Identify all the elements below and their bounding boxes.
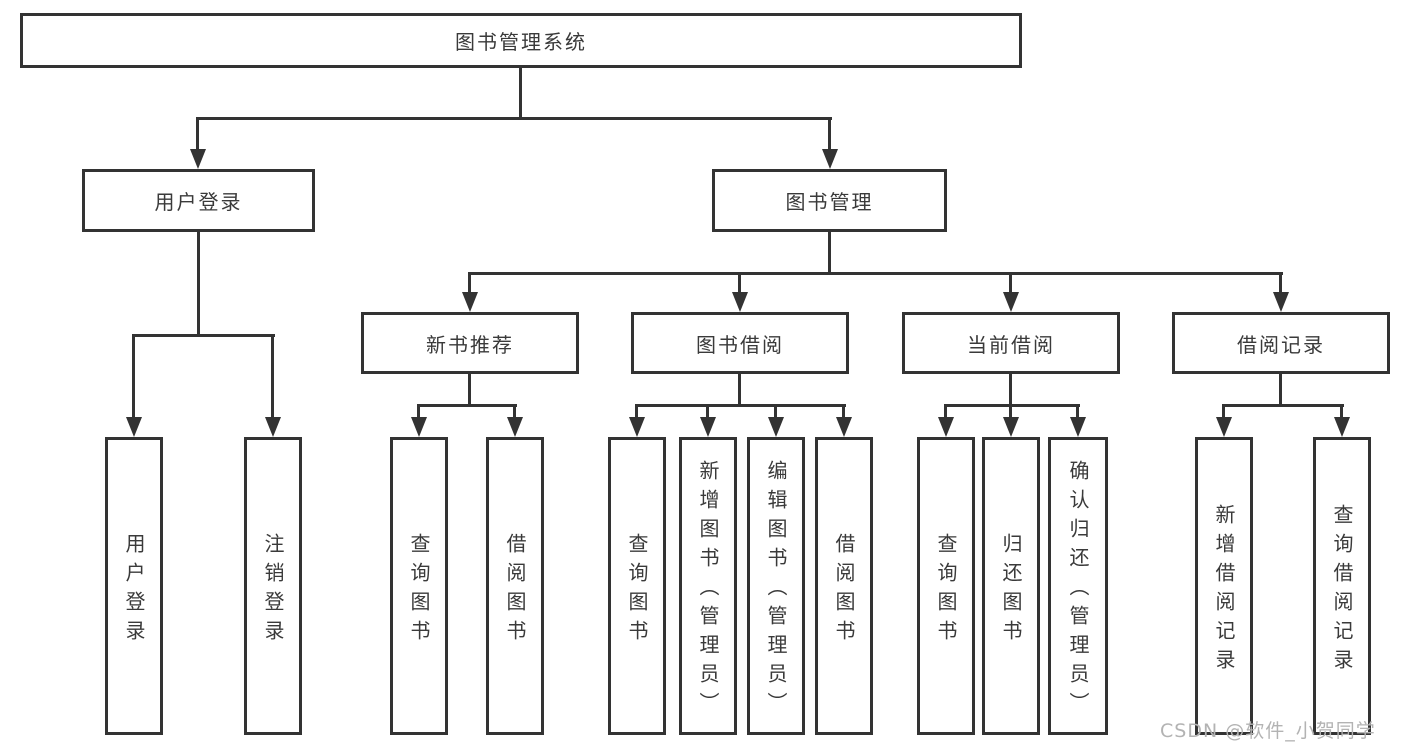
leaf-query-books-recommend: 查询图书 xyxy=(390,437,448,735)
connector-drop-book-management xyxy=(828,117,831,153)
leaf-add-borrow-record-label: 新增借阅记录 xyxy=(1212,503,1236,678)
connector-borrow-record-hbar xyxy=(1222,404,1344,407)
connector-drop-new-book-recommend xyxy=(468,272,471,294)
leaf-add-book-admin-label: 新增图书（管理员） xyxy=(696,460,720,721)
node-new-book-recommend-label: 新书推荐 xyxy=(426,332,514,357)
leaf-query-books-current: 查询图书 xyxy=(917,437,975,735)
node-current-borrow-label: 当前借阅 xyxy=(967,332,1055,357)
node-user-login-label: 用户登录 xyxy=(154,190,243,214)
connector-user-login-hbar xyxy=(132,334,275,337)
leaf-logout: 注销登录 xyxy=(244,437,302,735)
leaf-add-book-admin: 新增图书（管理员） xyxy=(679,437,737,735)
leaf-confirm-return-admin-label: 确认归还（管理员） xyxy=(1066,460,1090,721)
arrowhead-query-borrow-record-icon xyxy=(1334,417,1350,437)
arrowhead-add-book-admin-icon xyxy=(700,417,716,437)
leaf-user-login: 用户登录 xyxy=(105,437,163,735)
connector-drop-book-borrow xyxy=(738,272,741,294)
node-root-label: 图书管理系统 xyxy=(455,30,587,54)
arrowhead-user-login-icon xyxy=(190,149,206,169)
node-borrow-record: 借阅记录 xyxy=(1172,312,1390,374)
node-user-login: 用户登录 xyxy=(82,169,315,232)
connector-book-management-hbar xyxy=(468,272,1283,275)
leaf-edit-book-admin: 编辑图书（管理员） xyxy=(747,437,805,735)
connector-book-borrow-hbar xyxy=(635,404,846,407)
arrowhead-add-borrow-record-icon xyxy=(1216,417,1232,437)
connector-current-borrow-hbar xyxy=(944,404,1080,407)
arrowhead-query-books-recommend-icon xyxy=(411,417,427,437)
leaf-query-books-recommend-label: 查询图书 xyxy=(407,532,431,649)
leaf-query-borrow-record-label: 查询借阅记录 xyxy=(1330,503,1354,678)
arrowhead-current-borrow-icon xyxy=(1003,292,1019,312)
leaf-borrow-books-borrow-label: 借阅图书 xyxy=(832,532,856,649)
connector-drop-query-borrow-record xyxy=(1340,404,1343,419)
arrowhead-book-management-icon xyxy=(822,149,838,169)
csdn-watermark: CSDN @软件_小贺同学 xyxy=(1160,720,1376,742)
connector-drop-borrow-books-recommend xyxy=(513,404,516,419)
leaf-confirm-return-admin: 确认归还（管理员） xyxy=(1048,437,1108,735)
arrowhead-borrow-books-recommend-icon xyxy=(507,417,523,437)
connector-drop-query-books-recommend xyxy=(417,404,420,419)
node-current-borrow: 当前借阅 xyxy=(902,312,1120,374)
arrowhead-borrow-books-borrow-icon xyxy=(836,417,852,437)
node-book-borrow-label: 图书借阅 xyxy=(696,332,784,357)
leaf-query-borrow-record: 查询借阅记录 xyxy=(1313,437,1371,735)
arrowhead-leaf-user-login-icon xyxy=(126,417,142,437)
connector-drop-add-book-admin xyxy=(706,404,709,419)
connector-current-borrow-stem xyxy=(1009,374,1012,407)
arrowhead-edit-book-admin-icon xyxy=(768,417,784,437)
leaf-query-books-current-label: 查询图书 xyxy=(934,532,958,649)
leaf-edit-book-admin-label: 编辑图书（管理员） xyxy=(764,460,788,721)
node-new-book-recommend: 新书推荐 xyxy=(361,312,579,374)
arrowhead-book-borrow-icon xyxy=(732,292,748,312)
node-book-management: 图书管理 xyxy=(712,169,947,232)
connector-root-stem xyxy=(519,68,522,120)
leaf-logout-label: 注销登录 xyxy=(261,532,285,649)
arrowhead-new-book-recommend-icon xyxy=(462,292,478,312)
leaf-return-books: 归还图书 xyxy=(982,437,1040,735)
connector-drop-leaf-logout xyxy=(271,334,274,419)
connector-drop-current-borrow xyxy=(1009,272,1012,294)
arrowhead-borrow-record-icon xyxy=(1273,292,1289,312)
connector-book-borrow-stem xyxy=(738,374,741,407)
leaf-user-login-label: 用户登录 xyxy=(122,532,146,649)
connector-drop-leaf-user-login xyxy=(132,334,135,419)
connector-borrow-record-stem xyxy=(1279,374,1282,407)
connector-drop-return-books xyxy=(1009,404,1012,419)
arrowhead-return-books-icon xyxy=(1003,417,1019,437)
node-root-library-management-system: 图书管理系统 xyxy=(20,13,1022,68)
leaf-add-borrow-record: 新增借阅记录 xyxy=(1195,437,1253,735)
connector-drop-edit-book-admin xyxy=(774,404,777,419)
leaf-borrow-books-recommend-label: 借阅图书 xyxy=(503,532,527,649)
arrowhead-confirm-return-admin-icon xyxy=(1070,417,1086,437)
leaf-query-books-borrow: 查询图书 xyxy=(608,437,666,735)
arrowhead-query-books-current-icon xyxy=(938,417,954,437)
node-borrow-record-label: 借阅记录 xyxy=(1237,332,1325,357)
connector-root-hbar xyxy=(196,117,832,120)
leaf-borrow-books-borrow: 借阅图书 xyxy=(815,437,873,735)
node-book-borrow: 图书借阅 xyxy=(631,312,849,374)
arrowhead-query-books-borrow-icon xyxy=(629,417,645,437)
connector-drop-query-books-current xyxy=(944,404,947,419)
leaf-borrow-books-recommend: 借阅图书 xyxy=(486,437,544,735)
connector-drop-borrow-books-borrow xyxy=(842,404,845,419)
connector-drop-query-books-borrow xyxy=(635,404,638,419)
arrowhead-leaf-logout-icon xyxy=(265,417,281,437)
leaf-query-books-borrow-label: 查询图书 xyxy=(625,532,649,649)
connector-user-login-stem xyxy=(197,232,200,336)
connector-new-book-recommend-hbar xyxy=(417,404,517,407)
connector-drop-confirm-return-admin xyxy=(1076,404,1079,419)
connector-new-book-recommend-stem xyxy=(468,374,471,407)
leaf-return-books-label: 归还图书 xyxy=(999,532,1023,649)
node-book-management-label: 图书管理 xyxy=(785,190,874,214)
connector-drop-user-login xyxy=(196,117,199,153)
connector-drop-borrow-record xyxy=(1279,272,1282,294)
connector-book-management-stem xyxy=(828,232,831,275)
connector-drop-add-borrow-record xyxy=(1222,404,1225,419)
